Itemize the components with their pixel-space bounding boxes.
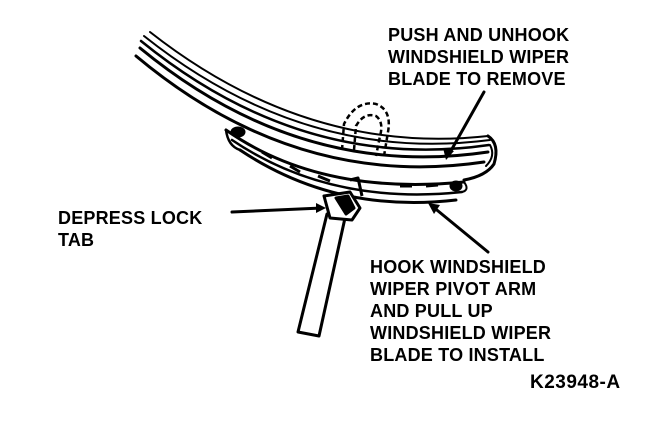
callout-hook-pivot-arm: HOOK WINDSHIELD WIPER PIVOT ARM AND PULL…	[370, 256, 551, 366]
callout-line: WIPER PIVOT ARM	[370, 279, 537, 299]
callout-line: PUSH AND UNHOOK	[388, 25, 570, 45]
phantom-arm-outline	[340, 102, 390, 157]
callout-line: HOOK WINDSHIELD	[370, 257, 546, 277]
callout-line: BLADE TO INSTALL	[370, 345, 545, 365]
wiper-pivot-arm	[296, 212, 347, 338]
leader-lines	[230, 90, 490, 254]
wiper-blade-frame	[134, 31, 498, 182]
callout-depress-lock-tab: DEPRESS LOCK TAB	[58, 207, 202, 251]
wiper-blade-claws	[230, 126, 463, 192]
callout-line: BLADE TO REMOVE	[388, 69, 566, 89]
callout-line: WINDSHIELD WIPER	[388, 47, 570, 67]
callout-push-unhook: PUSH AND UNHOOK WINDSHIELD WIPER BLADE T…	[388, 24, 569, 90]
callout-line: DEPRESS LOCK	[58, 208, 203, 228]
callout-line: AND PULL UP	[370, 301, 493, 321]
leader-arrowheads	[316, 148, 454, 214]
lock-tab	[322, 176, 364, 222]
callout-line: TAB	[58, 230, 95, 250]
callout-line: WINDSHIELD WIPER	[370, 323, 552, 343]
figure-reference-id: K23948-A	[530, 372, 621, 393]
